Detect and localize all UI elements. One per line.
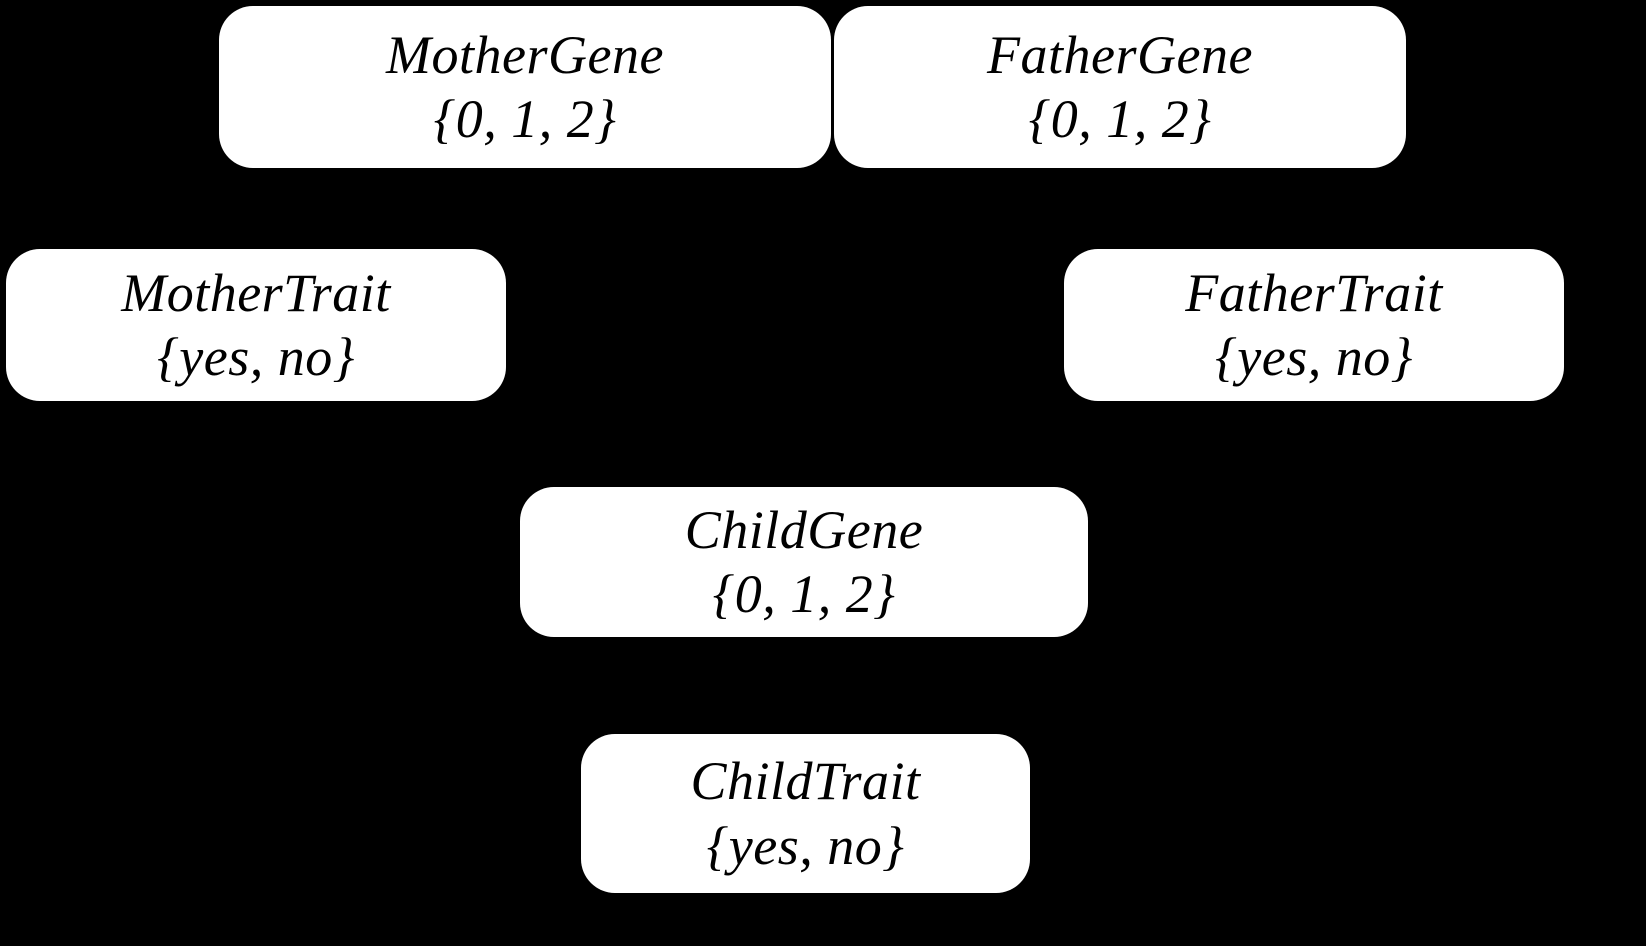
node-father-trait-domain: {yes, no} <box>1215 327 1413 387</box>
node-child-gene[interactable]: ChildGene {0, 1, 2} <box>520 487 1088 637</box>
node-child-gene-label: ChildGene <box>684 499 924 560</box>
node-mother-gene[interactable]: MotherGene {0, 1, 2} <box>219 6 831 168</box>
node-father-trait-label: FatherTrait <box>1185 262 1443 323</box>
node-mother-gene-label: MotherGene <box>386 24 664 85</box>
node-child-trait-domain: {yes, no} <box>706 815 905 876</box>
node-father-gene[interactable]: FatherGene {0, 1, 2} <box>834 6 1406 168</box>
node-father-gene-domain: {0, 1, 2} <box>1028 89 1212 149</box>
node-mother-trait-domain: {yes, no} <box>157 327 355 387</box>
node-child-trait-label: ChildTrait <box>690 751 921 812</box>
node-father-gene-label: FatherGene <box>987 24 1253 85</box>
node-child-gene-domain: {0, 1, 2} <box>712 564 896 624</box>
node-mother-trait-label: MotherTrait <box>121 262 391 323</box>
node-mother-trait[interactable]: MotherTrait {yes, no} <box>6 249 506 401</box>
node-mother-gene-domain: {0, 1, 2} <box>433 89 617 149</box>
node-child-trait[interactable]: ChildTrait {yes, no} <box>581 734 1030 893</box>
node-father-trait[interactable]: FatherTrait {yes, no} <box>1064 249 1564 401</box>
